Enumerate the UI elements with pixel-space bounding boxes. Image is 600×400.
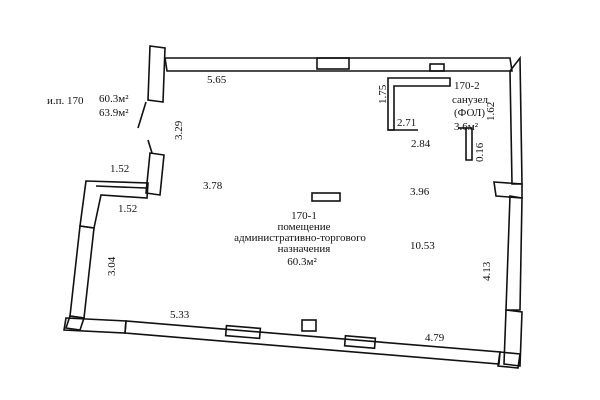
unit-area-2: 63.9м² <box>99 107 129 119</box>
top-left-pier <box>147 45 166 103</box>
left-wall <box>69 225 95 319</box>
room-area-main: 60.3м² <box>287 256 317 268</box>
room-name-main-3: назначения <box>277 243 331 255</box>
dim-wc-small: 0.16 <box>474 142 486 162</box>
dim-step-top: 1.52 <box>110 163 130 175</box>
top-window-2 <box>429 63 445 72</box>
room-name-main-1: помещение <box>277 221 331 233</box>
wc-right-partition <box>465 127 473 161</box>
door-swing <box>137 101 153 154</box>
dim-right-lower: 4.13 <box>481 261 493 281</box>
dim-inner-left: 3.78 <box>203 180 223 192</box>
top-wall <box>164 57 513 72</box>
room-name-main-2: административно-торгового <box>234 232 366 244</box>
dim-inner-long: 10.53 <box>410 240 435 252</box>
column <box>311 192 341 202</box>
dim-left-lower: 3.04 <box>106 256 118 276</box>
bottom-door <box>301 319 317 332</box>
dim-left-upper: 3.29 <box>173 120 185 140</box>
right-wall-upper <box>509 55 523 185</box>
unit-area-1: 60.3м² <box>99 93 129 105</box>
top-window-1 <box>316 57 350 70</box>
room-name-wc-2: (ФОЛ) <box>454 107 486 119</box>
dim-bottom-right: 4.79 <box>425 332 445 344</box>
bottom-window-1 <box>224 324 262 340</box>
right-wall <box>505 195 523 311</box>
room-name-wc-1: санузел <box>452 94 489 106</box>
room-number-main: 170-1 <box>291 210 317 222</box>
left-step-inner <box>95 185 147 189</box>
right-wall-lower <box>503 309 523 367</box>
dim-top: 5.65 <box>207 74 227 86</box>
bottom-window-2 <box>343 334 377 350</box>
dim-inner-right: 3.96 <box>410 186 430 198</box>
bottom-right-pier <box>497 351 521 369</box>
dim-wc-right: 1.62 <box>485 101 497 121</box>
bottom-left-corner <box>63 317 127 334</box>
dim-bottom-left: 5.33 <box>170 309 190 321</box>
room-number-wc: 170-2 <box>454 80 480 92</box>
room-area-wc: 3.6м² <box>454 121 479 133</box>
unit-label: и.п. 170 <box>47 95 84 107</box>
dim-wc-width-a: 2.71 <box>397 117 417 129</box>
dim-step-bottom: 1.52 <box>118 203 138 215</box>
dim-wc-height-left: 1.75 <box>377 84 389 104</box>
left-pier-upper <box>145 152 165 196</box>
dim-wc-width-b: 2.84 <box>411 138 431 150</box>
